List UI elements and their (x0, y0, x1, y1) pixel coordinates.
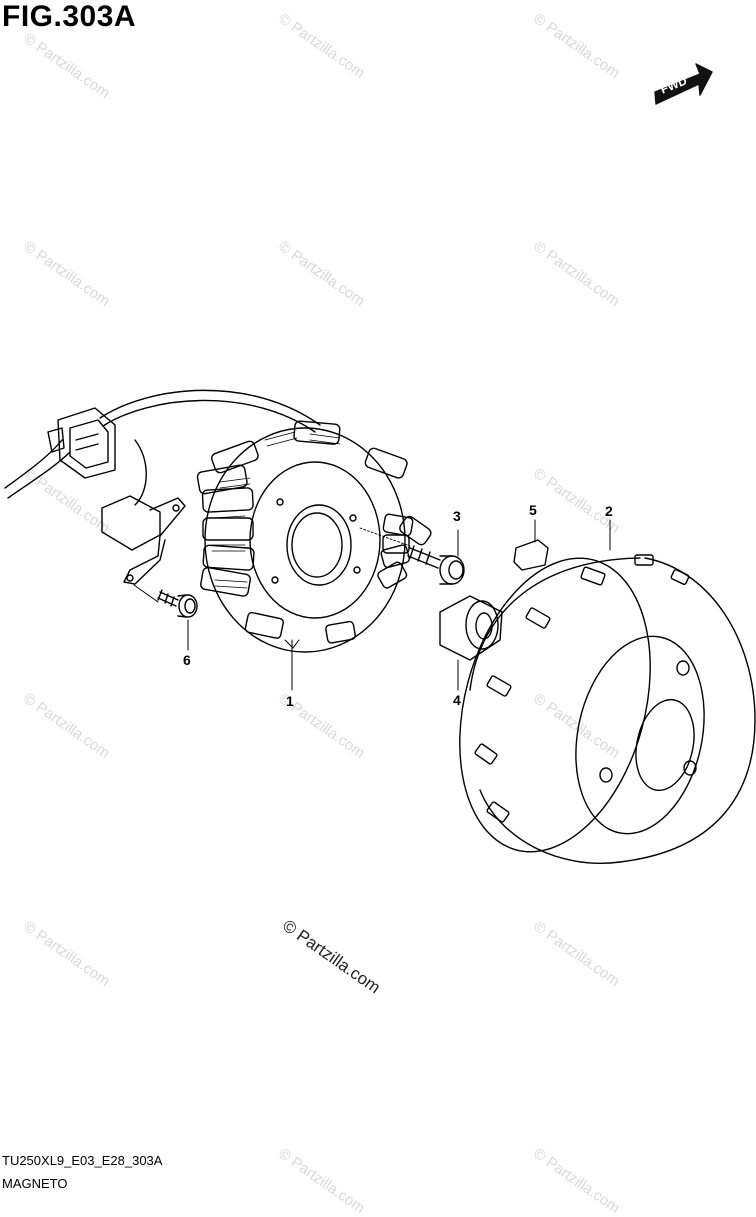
callout-3: 3 (453, 508, 461, 524)
key-5 (513, 519, 549, 571)
nut-4 (439, 595, 503, 691)
callout-2: 2 (605, 503, 613, 519)
flywheel-rotor (459, 519, 756, 864)
bolt-3 (359, 527, 465, 585)
callout-1: 1 (286, 693, 294, 709)
callout-4: 4 (453, 692, 461, 708)
callout-5: 5 (529, 502, 537, 518)
wire-connector (47, 407, 116, 479)
model-code: TU250XL9_E03_E28_303A (2, 1153, 163, 1168)
bolt-6 (157, 589, 198, 651)
fwd-arrow-icon (654, 63, 713, 105)
callout-6: 6 (183, 652, 191, 668)
section-name: MAGNETO (2, 1176, 68, 1191)
wire-harness (4, 389, 321, 499)
figure-title: FIG.303A (2, 0, 137, 33)
stator (196, 420, 432, 653)
pickup-coil (101, 439, 186, 603)
